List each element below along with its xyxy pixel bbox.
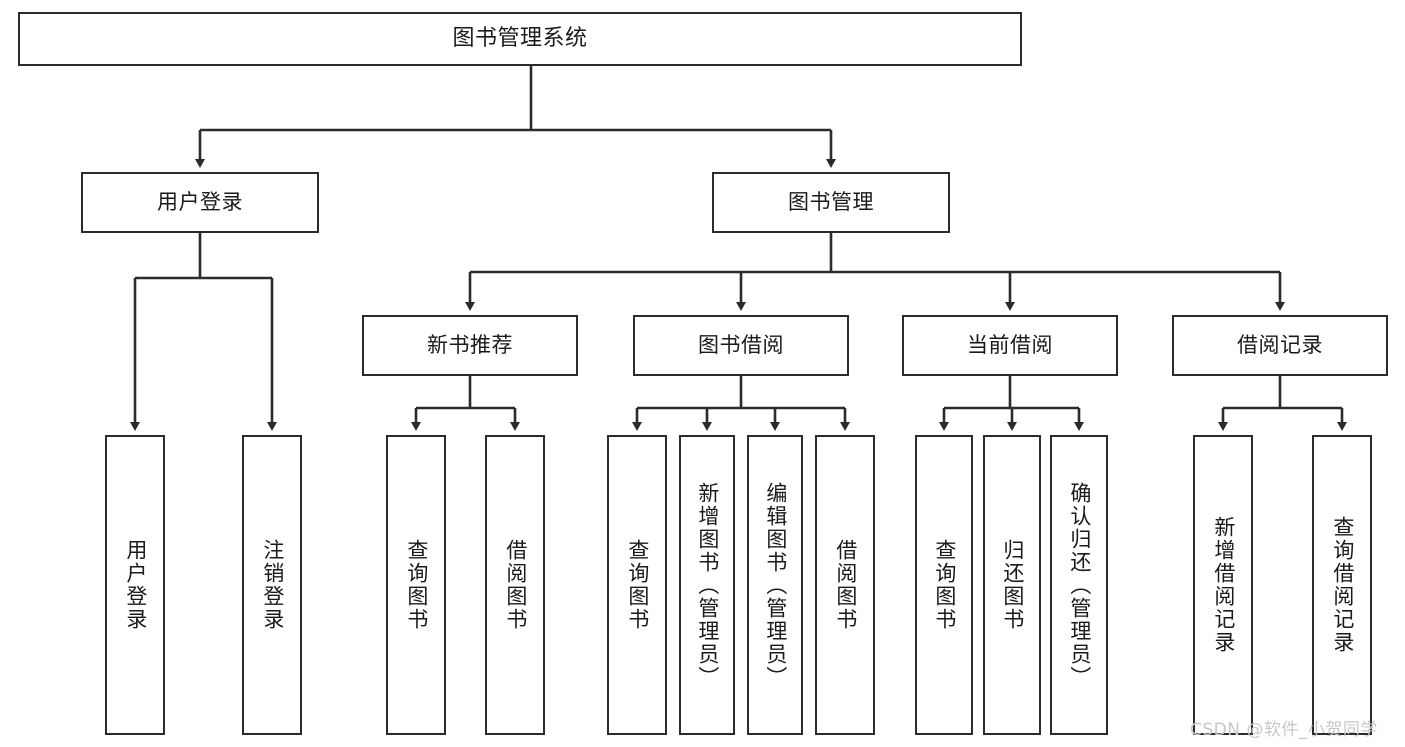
node-borrow-record[interactable]: 借阅记录 bbox=[1172, 315, 1388, 376]
node-leaf-edit-book-admin-label: 编辑图书（管理员） bbox=[763, 481, 788, 689]
node-new-book-recommend[interactable]: 新书推荐 bbox=[362, 315, 578, 376]
node-book-manage-label: 图书管理 bbox=[788, 189, 874, 214]
node-leaf-confirm-return-admin[interactable]: 确认归还（管理员） bbox=[1050, 435, 1108, 735]
node-leaf-add-borrow-record[interactable]: 新增借阅记录 bbox=[1193, 435, 1253, 735]
node-leaf-borrow-book-label: 借阅图书 bbox=[833, 539, 858, 631]
node-leaf-query-book-borrow[interactable]: 查询图书 bbox=[607, 435, 667, 735]
node-leaf-query-book-rec-label: 查询图书 bbox=[404, 539, 429, 631]
node-leaf-query-book-rec[interactable]: 查询图书 bbox=[386, 435, 446, 735]
node-leaf-logout-label: 注销登录 bbox=[260, 539, 285, 631]
node-leaf-edit-book-admin[interactable]: 编辑图书（管理员） bbox=[747, 435, 803, 735]
node-leaf-user-login[interactable]: 用户登录 bbox=[105, 435, 165, 735]
node-leaf-logout[interactable]: 注销登录 bbox=[242, 435, 302, 735]
node-leaf-query-book-current-label: 查询图书 bbox=[932, 539, 957, 631]
node-leaf-add-book-admin-label: 新增图书（管理员） bbox=[695, 481, 720, 689]
node-user-login[interactable]: 用户登录 bbox=[81, 172, 319, 233]
node-leaf-confirm-return-admin-label: 确认归还（管理员） bbox=[1067, 481, 1092, 689]
node-book-manage[interactable]: 图书管理 bbox=[712, 172, 950, 233]
node-leaf-return-book[interactable]: 归还图书 bbox=[983, 435, 1041, 735]
node-leaf-query-book-current[interactable]: 查询图书 bbox=[915, 435, 973, 735]
node-new-book-recommend-label: 新书推荐 bbox=[427, 332, 513, 357]
node-leaf-add-borrow-record-label: 新增借阅记录 bbox=[1211, 516, 1236, 654]
node-book-borrow[interactable]: 图书借阅 bbox=[633, 315, 849, 376]
node-leaf-borrow-book[interactable]: 借阅图书 bbox=[815, 435, 875, 735]
node-leaf-user-login-label: 用户登录 bbox=[123, 539, 148, 631]
node-book-borrow-label: 图书借阅 bbox=[698, 332, 784, 357]
csdn-watermark: CSDN @软件_小贺同学 bbox=[1190, 720, 1378, 740]
node-leaf-borrow-book-rec[interactable]: 借阅图书 bbox=[485, 435, 545, 735]
node-leaf-add-book-admin[interactable]: 新增图书（管理员） bbox=[679, 435, 735, 735]
node-leaf-borrow-book-rec-label: 借阅图书 bbox=[503, 539, 528, 631]
node-borrow-record-label: 借阅记录 bbox=[1237, 332, 1323, 357]
node-current-borrow-label: 当前借阅 bbox=[967, 332, 1053, 357]
node-leaf-query-borrow-record-label: 查询借阅记录 bbox=[1330, 516, 1355, 654]
node-user-login-label: 用户登录 bbox=[157, 189, 243, 214]
node-leaf-return-book-label: 归还图书 bbox=[1000, 539, 1025, 631]
node-leaf-query-book-borrow-label: 查询图书 bbox=[625, 539, 650, 631]
node-leaf-query-borrow-record[interactable]: 查询借阅记录 bbox=[1312, 435, 1372, 735]
node-current-borrow[interactable]: 当前借阅 bbox=[902, 315, 1118, 376]
node-root-label: 图书管理系统 bbox=[452, 25, 588, 51]
node-root[interactable]: 图书管理系统 bbox=[18, 12, 1022, 66]
